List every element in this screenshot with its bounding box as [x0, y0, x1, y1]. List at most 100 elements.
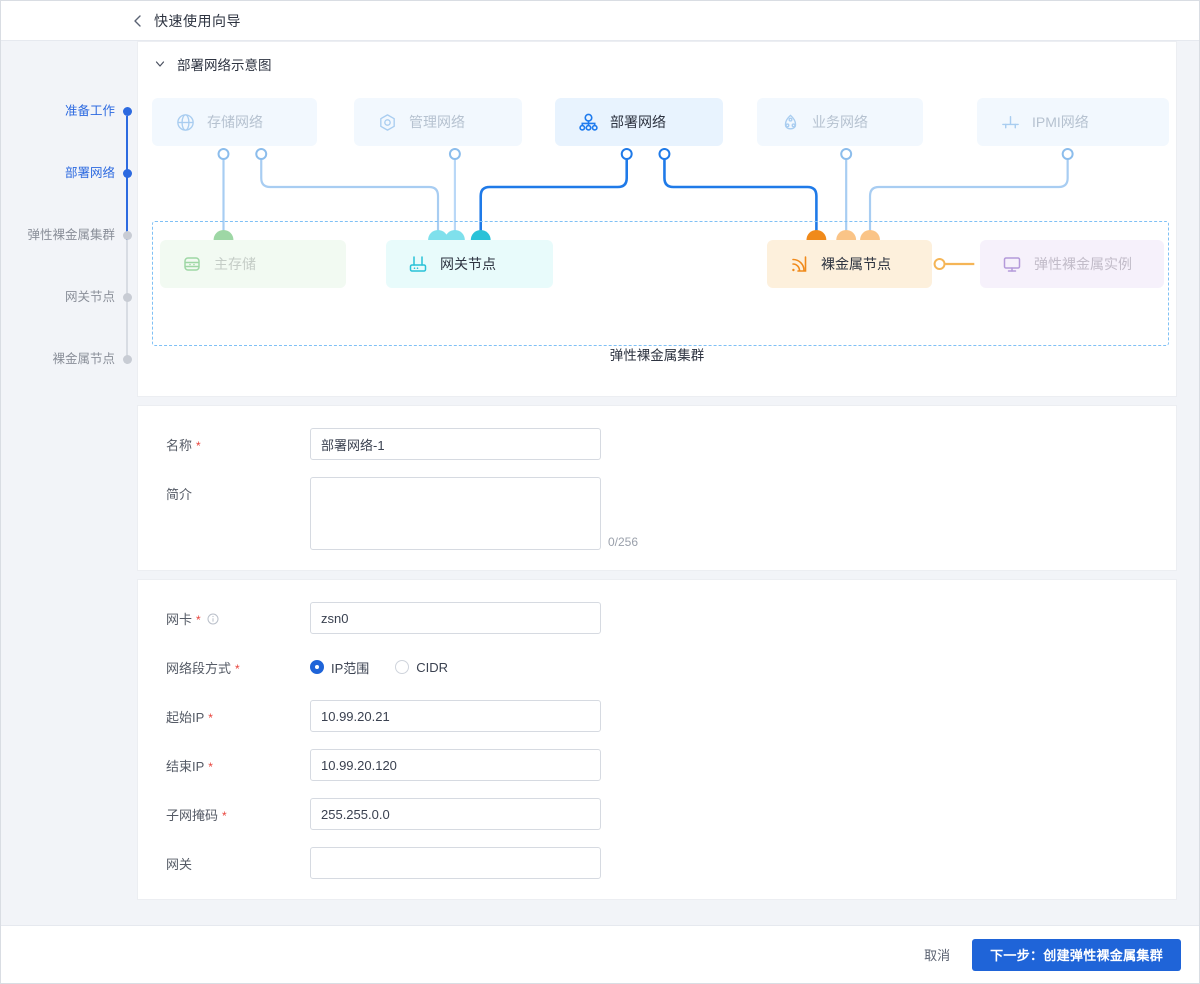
required-asterisk: *	[208, 759, 213, 774]
form-row-nic: 网卡 *	[138, 602, 1176, 634]
step-dot-icon	[123, 355, 132, 364]
field-control	[310, 749, 1176, 781]
network-chip-deploy[interactable]: 部署网络	[555, 98, 723, 146]
node-bare-metal[interactable]: 裸金属节点	[767, 240, 932, 288]
description-textarea[interactable]	[310, 477, 601, 550]
required-asterisk: *	[235, 661, 240, 676]
step-dot-icon	[123, 231, 132, 240]
node-label: 主存储	[214, 256, 256, 272]
network-chip-business[interactable]: 业务网络	[757, 98, 923, 146]
network-chip-ipmi[interactable]: IPMI网络	[977, 98, 1169, 146]
database-icon	[180, 253, 203, 276]
step-item-gateway-node[interactable]: 网关节点	[1, 289, 137, 364]
field-label-name: 名称 *	[138, 428, 310, 454]
radio-dot-icon	[310, 660, 324, 674]
cancel-button[interactable]: 取消	[924, 948, 951, 963]
form-row-segment-mode: 网络段方式 * IP范围 CIDR	[138, 651, 1176, 683]
char-counter: 0/256	[608, 535, 639, 549]
radio-ip-range[interactable]: IP范围	[310, 658, 369, 677]
label-text: 网络段方式	[166, 661, 232, 676]
step-label: 弹性裸金属集群	[27, 228, 115, 242]
info-circle-icon[interactable]	[207, 613, 219, 625]
step-label: 部署网络	[64, 166, 115, 180]
diagram-collapse-header[interactable]: 部署网络示意图	[138, 42, 1176, 86]
node-elastic-bare-metal-instance[interactable]: 弹性裸金属实例	[980, 240, 1164, 288]
radio-cidr[interactable]: CIDR	[395, 660, 448, 675]
field-label-segment-mode: 网络段方式 *	[138, 651, 310, 677]
step-item-bare-metal-cluster[interactable]: 弹性裸金属集群	[1, 227, 137, 302]
back-chevron-icon[interactable]	[131, 14, 145, 28]
cluster-boundary	[152, 221, 1169, 346]
step-label: 裸金属节点	[52, 352, 115, 366]
hexagon-target-icon	[376, 111, 398, 133]
step-dot-icon	[123, 107, 132, 116]
step-item-preparation[interactable]: 准备工作	[1, 103, 137, 178]
label-text: 结束IP	[166, 759, 205, 774]
step-item-deploy-network[interactable]: 部署网络	[1, 165, 137, 240]
network-chip-label: 存储网络	[207, 114, 263, 130]
radio-label: IP范围	[331, 660, 370, 676]
step-label: 准备工作	[64, 104, 115, 118]
step-connector-line	[126, 240, 128, 302]
segment-mode-radio-group: IP范围 CIDR	[310, 651, 448, 683]
radio-dot-icon	[395, 660, 410, 674]
steps-rail: 准备工作 部署网络 弹性裸金属集群 网关节点 裸金属节点	[1, 41, 137, 925]
step-connector-line	[126, 178, 128, 240]
node-label: 弹性裸金属实例	[1034, 256, 1132, 272]
field-control	[310, 847, 1176, 879]
netmask-input[interactable]	[310, 798, 601, 830]
field-control	[310, 602, 1176, 634]
field-control: 0/256	[310, 477, 1176, 550]
end-ip-input[interactable]	[310, 749, 601, 781]
field-control	[310, 798, 1176, 830]
field-control	[310, 428, 1176, 460]
network-chip-management[interactable]: 管理网络	[354, 98, 522, 146]
share-nodes-icon	[577, 111, 599, 133]
step-label: 网关节点	[64, 290, 115, 304]
router-icon	[406, 253, 429, 276]
network-settings-form: 网卡 * 网络段方式 *	[137, 579, 1177, 900]
step-dot-icon	[123, 169, 132, 178]
nic-input[interactable]	[310, 602, 601, 634]
network-chip-storage[interactable]: 存储网络	[152, 98, 317, 146]
label-text: 简介	[166, 487, 193, 502]
label-text: 网关	[166, 857, 193, 872]
ipmi-port-icon	[999, 111, 1021, 133]
step-item-bare-metal-node[interactable]: 裸金属节点	[1, 351, 137, 413]
field-label-netmask: 子网掩码 *	[138, 798, 310, 824]
signal-square-icon	[787, 253, 810, 276]
chevron-down-icon[interactable]	[154, 58, 166, 70]
globe-icon	[174, 111, 196, 133]
gateway-input[interactable]	[310, 847, 601, 879]
form-row-gateway: 网关	[138, 847, 1176, 879]
required-asterisk: *	[196, 612, 201, 627]
field-control: IP范围 CIDR	[310, 651, 1176, 683]
monitor-icon	[1000, 253, 1023, 276]
network-chip-label: 部署网络	[610, 114, 666, 130]
field-label-nic: 网卡 *	[138, 602, 310, 628]
wizard-footer: 取消 下一步：创建弹性裸金属集群	[1, 925, 1199, 983]
form-row-start-ip: 起始IP *	[138, 700, 1176, 732]
form-row-end-ip: 结束IP *	[138, 749, 1176, 781]
required-asterisk: *	[208, 710, 213, 725]
basic-info-form: 名称 * 简介 0/256	[137, 405, 1177, 571]
node-gateway[interactable]: 网关节点	[386, 240, 553, 288]
diagram-title: 部署网络示意图	[177, 58, 272, 73]
network-chip-label: IPMI网络	[1032, 114, 1089, 130]
start-ip-input[interactable]	[310, 700, 601, 732]
step-connector-line	[126, 116, 128, 178]
node-primary-storage[interactable]: 主存储	[160, 240, 346, 288]
network-chip-label: 管理网络	[409, 114, 465, 130]
name-input[interactable]	[310, 428, 601, 460]
label-text: 名称	[166, 438, 193, 453]
radio-label: CIDR	[416, 659, 449, 675]
network-topology-diagram: 存储网络 管理网络 部署网络	[152, 86, 1169, 382]
next-step-button[interactable]: 下一步：创建弹性裸金属集群	[972, 938, 1181, 971]
required-asterisk: *	[196, 438, 201, 453]
label-text: 起始IP	[166, 710, 205, 725]
field-label-description: 简介	[138, 477, 310, 503]
step-connector-line	[126, 302, 128, 364]
field-label-start-ip: 起始IP *	[138, 700, 310, 726]
form-row-name: 名称 *	[138, 428, 1176, 460]
